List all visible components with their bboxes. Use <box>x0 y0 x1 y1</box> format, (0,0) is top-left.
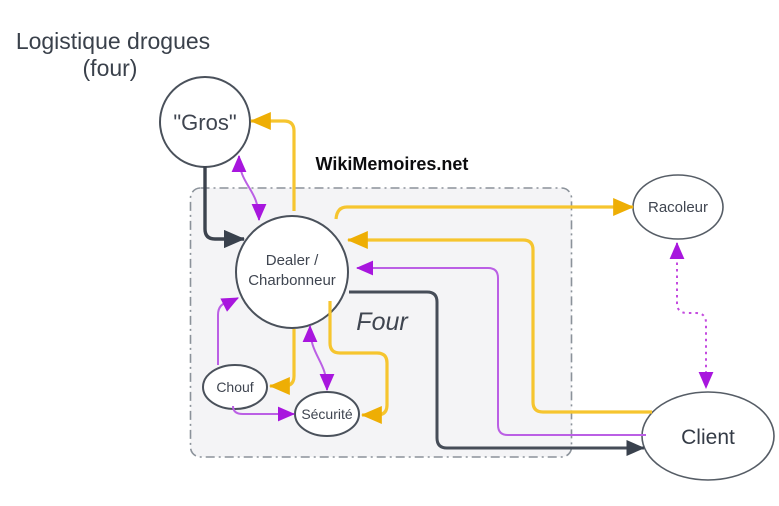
client-label: Client <box>681 426 735 449</box>
edge-gros-to-dealer-dark <box>203 166 246 249</box>
edge-chouf-to-securite-purple <box>232 405 295 422</box>
edge-dealer-to-racoleur-yellow <box>334 198 634 220</box>
page-title-line1: Logistique drogues <box>16 28 210 54</box>
edge-client-to-dealer-purple <box>356 260 646 436</box>
securite-label: Sécurité <box>301 406 353 422</box>
edge-client-to-dealer-yellow <box>347 231 652 414</box>
edge-racoleur-client-purple-dashed-bidirectional <box>669 242 714 389</box>
edge-chouf-to-dealer-purple <box>217 297 239 365</box>
node-securite <box>294 391 360 437</box>
watermark-text: WikiMemoires.net <box>316 154 469 174</box>
dealer-label-line1: Dealer / <box>266 252 319 269</box>
page-title-line2: (four) <box>83 55 138 81</box>
node-chouf <box>202 364 268 410</box>
edge-dealer-securite-purple-bidirectional <box>302 325 335 391</box>
edge-dealer-to-gros-yellow <box>250 112 296 211</box>
edge-dealer-to-chouf-yellow <box>269 329 296 395</box>
four-container-label: Four <box>356 308 409 336</box>
chouf-label: Chouf <box>216 379 253 395</box>
gros-label: "Gros" <box>173 110 236 135</box>
edge-gros-dealer-purple-bidirectional <box>231 155 267 221</box>
edge-dealer-to-client-dark <box>349 290 645 457</box>
node-dealer-charbonneur <box>235 215 349 329</box>
dealer-label-line2: Charbonneur <box>248 272 336 289</box>
racoleur-label: Racoleur <box>648 199 708 216</box>
